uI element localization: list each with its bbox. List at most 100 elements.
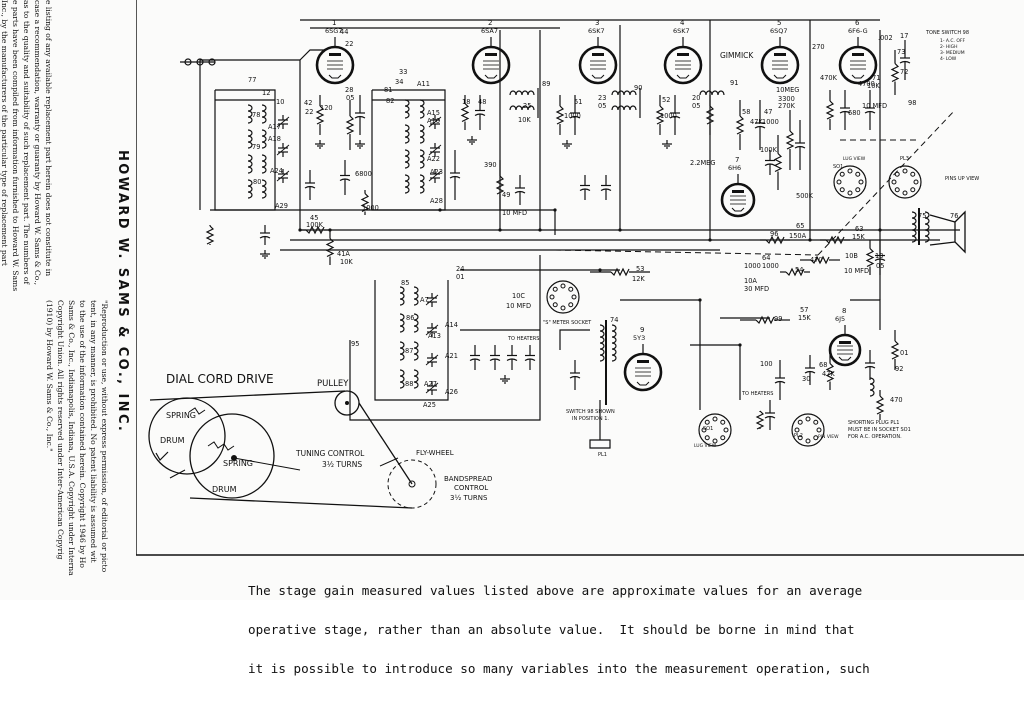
capacitor-plate bbox=[489, 358, 501, 362]
component-value: 1000 bbox=[762, 262, 779, 270]
legal-notice-column-2-line: tent, in any manner, is prohibited. No p… bbox=[89, 300, 98, 563]
wire bbox=[299, 49, 325, 61]
coil bbox=[413, 286, 419, 306]
resistor bbox=[825, 235, 845, 245]
pulley-hub bbox=[345, 401, 349, 405]
to-heaters-label: TO HEATERS bbox=[741, 391, 773, 397]
variable-capacitor bbox=[276, 116, 290, 128]
socket-pin bbox=[813, 419, 819, 425]
socket-pin bbox=[568, 286, 574, 292]
legal-notice-column-2-line: (1910) by Howard W. Sams & Co., Inc." bbox=[45, 300, 54, 452]
wire bbox=[559, 329, 590, 350]
tube-cathode bbox=[676, 74, 690, 79]
variable-capacitor bbox=[425, 324, 439, 336]
component-value: A26 bbox=[445, 388, 458, 396]
socket-pin bbox=[704, 435, 710, 441]
drum-label: DRUM bbox=[212, 485, 237, 494]
resistor bbox=[205, 225, 215, 245]
legal-notice-column-2-line: Sams & Co., Inc., Indianapolis, Indiana,… bbox=[67, 300, 76, 576]
junction-dot bbox=[328, 228, 332, 232]
tube-plate bbox=[852, 53, 864, 56]
component-value: A18 bbox=[268, 135, 281, 143]
socket-pin bbox=[720, 435, 726, 441]
component-value: 92 bbox=[895, 365, 903, 373]
caption-text: The stage gain measured values listed ab… bbox=[248, 558, 1018, 701]
component-value: 12K bbox=[632, 275, 645, 283]
component-value: 25 bbox=[523, 102, 531, 110]
component-value: 72 bbox=[900, 68, 908, 76]
coil bbox=[611, 105, 637, 111]
component-value: 68 bbox=[819, 361, 827, 369]
coil bbox=[419, 149, 425, 169]
vacuum-tube bbox=[828, 333, 862, 367]
resistor bbox=[360, 193, 370, 213]
variable-capacitor bbox=[425, 354, 439, 366]
component-value: 88 bbox=[405, 380, 413, 388]
component-value: 18 bbox=[462, 98, 470, 106]
tuning-control-label: TUNING CONTROL bbox=[295, 449, 365, 458]
component-value: 86 bbox=[406, 314, 414, 322]
component-value: 6800 bbox=[355, 170, 372, 178]
component-value: 1000 bbox=[564, 112, 581, 120]
capacitor-plate bbox=[304, 185, 316, 189]
caption-line-2: operative stage, rather than an absolute… bbox=[248, 622, 855, 637]
component-value: 64 bbox=[762, 254, 770, 262]
capacitor-plate bbox=[874, 258, 886, 262]
socket-pin bbox=[813, 435, 819, 441]
resistor bbox=[773, 153, 783, 173]
component-value: A7 bbox=[420, 296, 429, 304]
socket-pin bbox=[568, 302, 574, 308]
socket-pin bbox=[723, 427, 729, 433]
spring-coil bbox=[188, 407, 206, 415]
component-value: 10 MFD bbox=[862, 102, 887, 110]
component-value: 680 bbox=[848, 109, 861, 117]
variable-capacitor bbox=[428, 144, 442, 156]
tube-number: 1 bbox=[332, 19, 336, 27]
socket-pin bbox=[847, 190, 853, 196]
legal-notice-column-1-line: Inc., by the manufacturers of the partic… bbox=[0, 0, 9, 266]
shorting-note: FOR A.C. OPERATION. bbox=[848, 434, 902, 440]
tube-type: 6SA7 bbox=[481, 27, 498, 35]
component-value: 10C bbox=[512, 292, 525, 300]
coil bbox=[399, 369, 405, 389]
band-coil-box bbox=[374, 280, 449, 401]
variable-capacitor bbox=[425, 294, 439, 306]
tone-switch-position: 2- HIGH bbox=[940, 44, 958, 50]
capacitor-plate bbox=[864, 365, 876, 369]
coil bbox=[413, 313, 419, 333]
coil bbox=[869, 377, 875, 397]
resistor bbox=[345, 115, 355, 135]
tube-plate bbox=[677, 53, 689, 56]
resistor bbox=[460, 103, 470, 123]
variable-capacitor bbox=[428, 170, 442, 182]
socket-pin bbox=[913, 179, 919, 185]
resistor bbox=[890, 63, 900, 83]
tube-plate bbox=[329, 53, 341, 56]
component-value: 1000 bbox=[362, 204, 379, 212]
junction-dot bbox=[708, 238, 712, 242]
capacitor-plate bbox=[864, 110, 876, 114]
component-value: A15 bbox=[427, 109, 440, 117]
component-value: 80 bbox=[253, 178, 261, 186]
variable-capacitor bbox=[428, 116, 442, 128]
capacitor-plate bbox=[600, 188, 612, 192]
tone-switch-position: 4- LOW bbox=[940, 56, 957, 62]
to-heaters-label: TO HEATERS bbox=[507, 336, 539, 342]
component-value: 15K bbox=[798, 314, 811, 322]
pins-up-view-label: PINS UP VIEW bbox=[945, 176, 979, 182]
shorting-note: MUST BE IN SOCKET SO1 bbox=[848, 427, 911, 433]
tube-cathode bbox=[484, 74, 498, 79]
socket-outline bbox=[546, 280, 580, 314]
junction-dot bbox=[553, 208, 557, 212]
component-value: 10K bbox=[518, 116, 531, 124]
coil bbox=[419, 174, 425, 194]
component-value: 01 bbox=[456, 273, 464, 281]
tube-type: 6J5 bbox=[835, 315, 845, 323]
coil bbox=[399, 313, 405, 333]
resistor bbox=[610, 267, 630, 277]
component-value: 91 bbox=[730, 79, 738, 87]
resistor bbox=[315, 105, 325, 125]
junction-dot bbox=[698, 298, 702, 302]
component-value: 10 MFD bbox=[844, 267, 869, 275]
vacuum-tube bbox=[623, 352, 663, 392]
